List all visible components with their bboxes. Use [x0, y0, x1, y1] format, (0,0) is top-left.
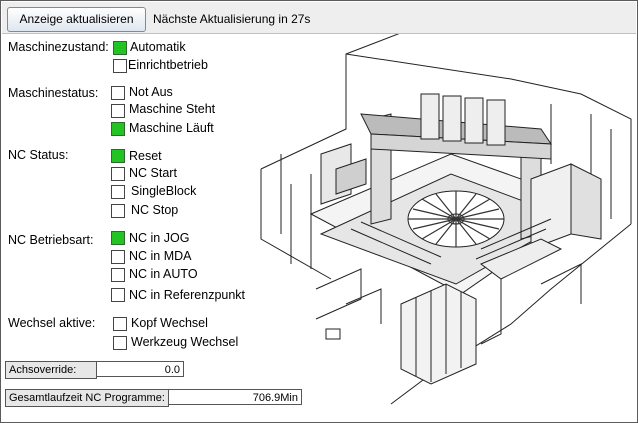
- option-label-singleblock: SingleBlock: [131, 184, 197, 198]
- option-label-nc-stop: NC Stop: [131, 203, 179, 217]
- checkbox-maschine-steht[interactable]: [111, 104, 125, 118]
- group-label-nc-status: NC Status:: [8, 148, 69, 162]
- checkbox-automatik[interactable]: [113, 41, 127, 55]
- option-label-maschine-steht: Maschine Steht: [129, 102, 216, 116]
- option-label-automatik: Automatik: [130, 40, 186, 54]
- option-label-reset: Reset: [129, 149, 162, 163]
- machine-layout-illustration: [260, 34, 632, 405]
- group-label-maschinestatus: Maschinestatus:: [8, 86, 99, 100]
- checkbox-kopf-wechsel[interactable]: [113, 317, 127, 331]
- checkbox-maschine-laeuft[interactable]: [111, 122, 125, 136]
- option-label-einrichtbetrieb: Einrichtbetrieb: [128, 58, 208, 72]
- refresh-display-button[interactable]: Anzeige aktualisieren: [7, 7, 146, 32]
- toolbar: Anzeige aktualisieren Nächste Aktualisie…: [2, 2, 636, 34]
- checkbox-reset[interactable]: [111, 149, 125, 163]
- checkbox-singleblock[interactable]: [111, 185, 125, 199]
- option-label-nc-start: NC Start: [129, 166, 177, 180]
- runtime-value: 706.9Min: [168, 389, 302, 405]
- runtime-label: Gesamtlaufzeit NC Programme:: [5, 389, 169, 407]
- checkbox-nc-in-jog[interactable]: [111, 231, 125, 245]
- option-label-not-aus: Not Aus: [129, 85, 173, 99]
- checkbox-not-aus[interactable]: [111, 86, 125, 100]
- checkbox-nc-stop[interactable]: [111, 204, 125, 218]
- option-label-nc-in-mda: NC in MDA: [129, 249, 192, 263]
- next-update-countdown: Nächste Aktualisierung in 27s: [153, 12, 311, 26]
- group-label-maschinezustand: Maschinezustand:: [8, 40, 109, 54]
- checkbox-nc-in-auto[interactable]: [111, 268, 125, 282]
- option-label-kopf-wechsel: Kopf Wechsel: [131, 316, 208, 330]
- option-label-maschine-laeuft: Maschine Läuft: [129, 121, 214, 135]
- checkbox-einrichtbetrieb[interactable]: [113, 59, 127, 73]
- option-label-nc-in-auto: NC in AUTO: [129, 267, 198, 281]
- checkbox-nc-start[interactable]: [111, 167, 125, 181]
- option-label-nc-in-referenzpunkt: NC in Referenzpunkt: [129, 288, 246, 302]
- option-label-werkzeug-wechsel: Werkzeug Wechsel: [131, 335, 239, 349]
- override-label: Achsoverride:: [5, 361, 97, 379]
- group-label-nc-betriebsart: NC Betriebsart:: [8, 233, 94, 247]
- checkbox-nc-in-referenzpunkt[interactable]: [111, 288, 125, 302]
- checkbox-nc-in-mda[interactable]: [111, 250, 125, 264]
- override-value: 0.0: [96, 361, 184, 377]
- group-label-wechsel-aktive: Wechsel aktive:: [8, 316, 96, 330]
- option-label-nc-in-jog: NC in JOG: [129, 231, 190, 245]
- checkbox-werkzeug-wechsel[interactable]: [113, 336, 127, 350]
